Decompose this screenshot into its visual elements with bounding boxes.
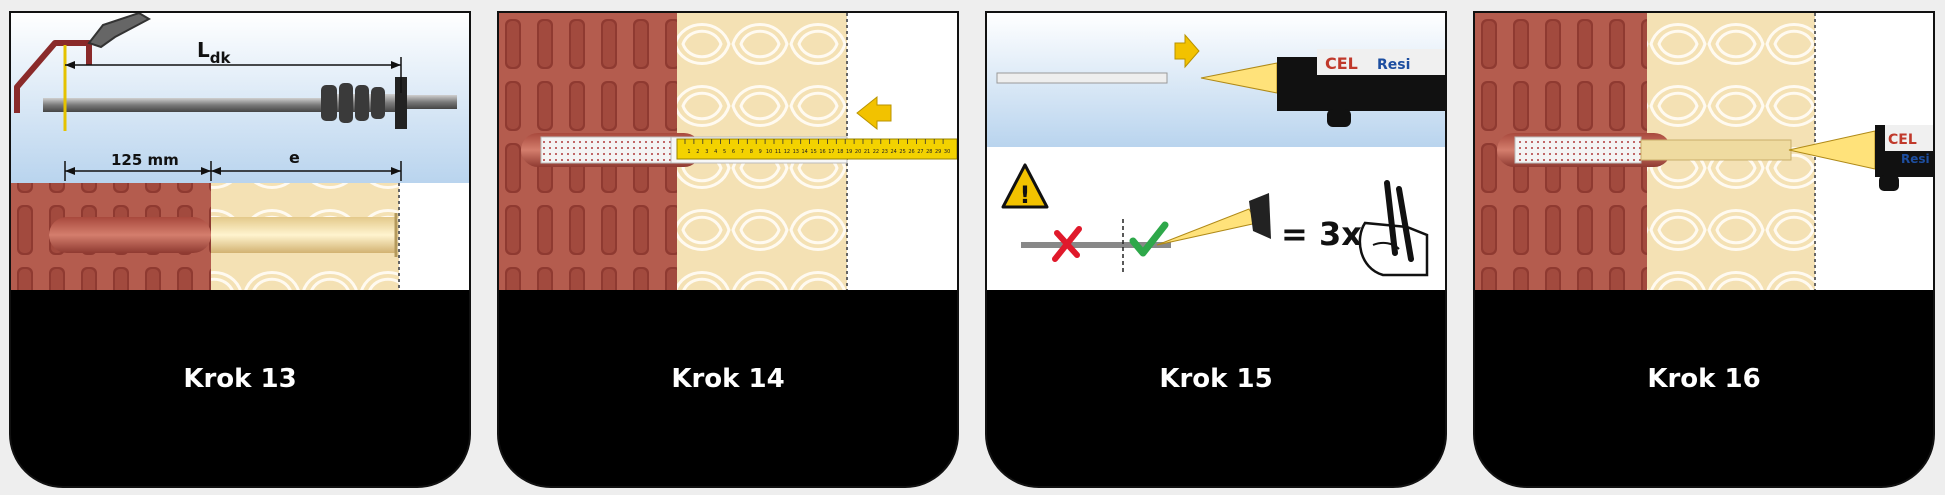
step-16-caption: Krok 16 [1647, 364, 1761, 394]
ruler-number: 1 [687, 149, 690, 155]
ruler-number: 13 [793, 149, 799, 155]
ruler-number: 10 [766, 149, 772, 155]
ruler-number: 30 [944, 149, 950, 155]
svg-text:CEL: CEL [1325, 54, 1358, 73]
svg-text:!: ! [1020, 181, 1031, 209]
borehole [49, 217, 211, 253]
ruler-number: 20 [855, 149, 861, 155]
nozzle-gun-icon [1156, 193, 1271, 246]
step-16-card: CEL Resi Krok 16 [1473, 11, 1935, 488]
dimension-ldk [65, 57, 402, 93]
ruler-number: 17 [828, 149, 834, 155]
ruler-number: 21 [864, 149, 870, 155]
check-icon [1129, 221, 1169, 257]
discard-strand [1021, 242, 1171, 248]
step-15-illustration: CEL Resi ! = 3x [987, 13, 1445, 290]
mixing-nozzle-tube [996, 72, 1168, 84]
dimension-depth [64, 161, 212, 181]
warning-icon: ! [1001, 163, 1049, 209]
ruler-number: 7 [741, 149, 744, 155]
ruler-number: 6 [732, 149, 735, 155]
cartridge-gun-icon: CEL Resi [1200, 49, 1445, 127]
svg-text:CEL: CEL [1888, 132, 1917, 148]
step-16-illustration: CEL Resi [1475, 13, 1933, 290]
svg-text:Resi: Resi [1377, 57, 1410, 73]
ruler-number: 18 [837, 149, 843, 155]
ruler-number: 9 [759, 149, 762, 155]
ruler-number: 3 [705, 149, 708, 155]
mesh-sleeve [1514, 136, 1642, 164]
svg-text:Resi: Resi [1901, 152, 1930, 166]
ruler-number: 8 [750, 149, 753, 155]
arrow-right-icon [1174, 33, 1200, 69]
ruler-number: 11 [775, 149, 781, 155]
ruler-number: 24 [891, 149, 897, 155]
ruler-number: 16 [819, 149, 825, 155]
step-14-caption: Krok 14 [671, 364, 785, 394]
depth-label: 125 mm [111, 151, 179, 169]
ruler-number: 5 [723, 149, 726, 155]
ruler-number: 25 [899, 149, 905, 155]
step-15-card: CEL Resi ! = 3x Krok 15 [985, 11, 1447, 488]
cartridge-gun-icon: CEL Resi [1788, 125, 1933, 191]
step-13-card: Ldk 125 mm e Krok 13 [9, 11, 471, 488]
ruler-number: 12 [784, 149, 790, 155]
ruler-number: 26 [908, 149, 914, 155]
ruler-number: 29 [935, 149, 941, 155]
ruler-number: 28 [926, 149, 932, 155]
ruler-number: 15 [810, 149, 816, 155]
ruler-number: 19 [846, 149, 852, 155]
mesh-sleeve [540, 136, 672, 164]
arrow-left-icon [856, 95, 892, 131]
threaded-rod-icon [43, 77, 457, 129]
ldk-label: Ldk [197, 38, 231, 67]
hand-pump-icon [1358, 180, 1429, 277]
e-label: e [289, 148, 300, 167]
dimension-e [211, 161, 402, 181]
multiplier-label: = 3x [1281, 215, 1362, 253]
ruler-number: 27 [917, 149, 923, 155]
resin-sleeve [211, 217, 396, 253]
step-13-illustration: Ldk 125 mm e [11, 13, 469, 290]
ruler-number: 22 [873, 149, 879, 155]
ruler-number: 23 [882, 149, 888, 155]
nozzle-tube [1640, 139, 1792, 161]
step-15-caption: Krok 15 [1159, 364, 1273, 394]
hacksaw-icon [14, 13, 152, 131]
ruler-number: 2 [696, 149, 699, 155]
ruler-number: 4 [714, 149, 717, 155]
ruler-number: 14 [802, 149, 808, 155]
step-13-caption: Krok 13 [183, 364, 297, 394]
cross-icon [1052, 226, 1082, 262]
